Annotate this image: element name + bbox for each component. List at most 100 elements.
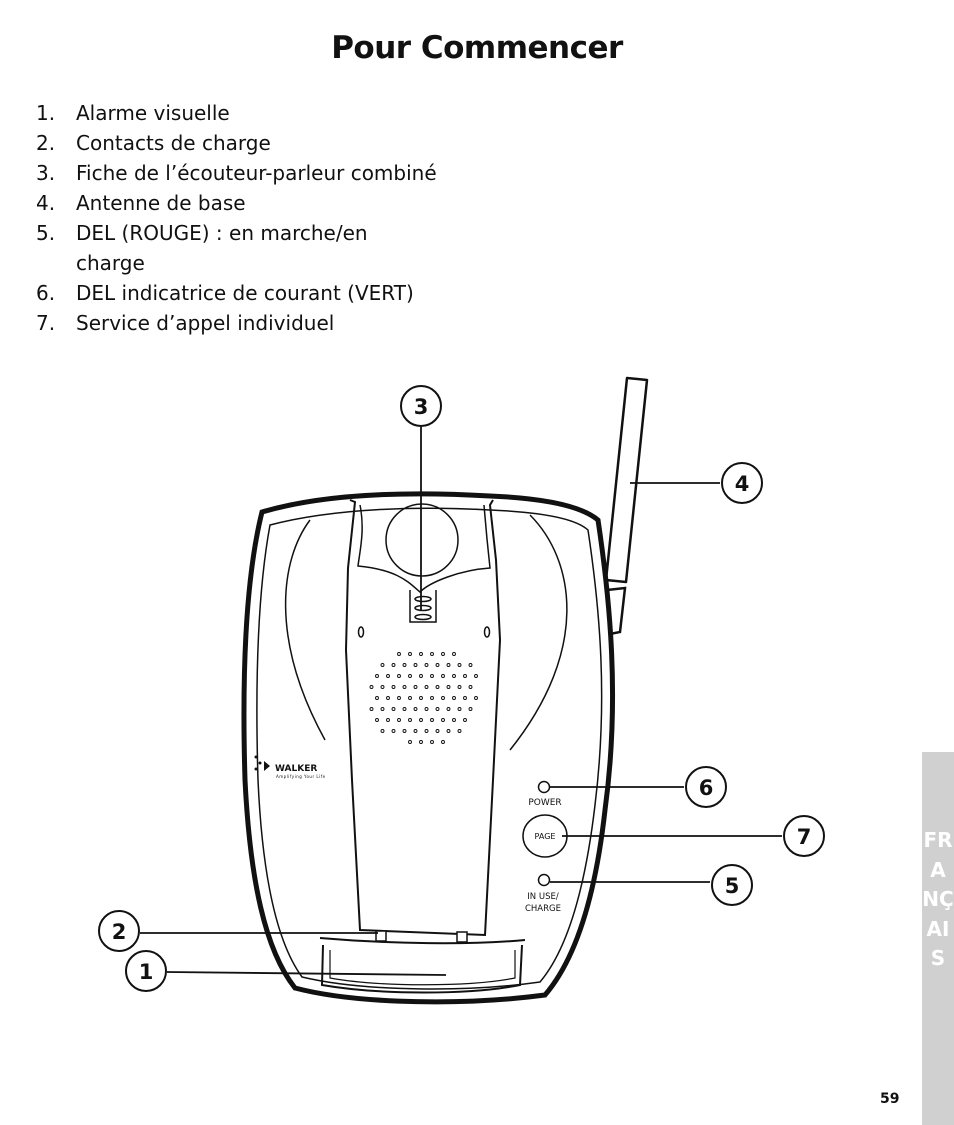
grille-hole <box>408 696 412 700</box>
callout-2: 2 <box>98 910 140 952</box>
list-item: 4. Antenne de base <box>36 188 496 218</box>
grille-hole <box>413 707 418 711</box>
grille-hole <box>419 718 423 722</box>
brand-tagline: Amplifying Your Life <box>276 774 326 779</box>
grille-hole <box>380 729 385 733</box>
list-item: 2.Contacts de charge <box>36 128 496 158</box>
grille-hole <box>375 718 379 722</box>
grille-hole <box>457 663 462 667</box>
grille-hole <box>452 696 456 700</box>
grille-hole <box>441 696 445 700</box>
item-number: 2. <box>36 131 56 155</box>
item-text: Antenne de base <box>76 191 246 215</box>
grille-hole <box>430 674 434 678</box>
page-label: PAGE <box>535 832 556 841</box>
grille-hole <box>435 707 440 711</box>
callout-5: 5 <box>711 864 753 906</box>
grille-hole <box>435 685 440 689</box>
grille-hole <box>446 729 451 733</box>
grille-hole <box>413 685 418 689</box>
grille-hole <box>419 674 423 678</box>
grille-hole <box>391 685 396 689</box>
grille-hole <box>424 663 429 667</box>
grille-hole <box>419 696 423 700</box>
grille-hole <box>386 696 390 700</box>
list-item: 1.Alarme visuelle <box>36 98 496 128</box>
grille-hole <box>397 718 401 722</box>
grille-hole <box>424 685 429 689</box>
inuse-label: IN USE/ <box>527 892 559 902</box>
grille-hole <box>375 674 379 678</box>
page-title: Pour Commencer <box>331 30 623 66</box>
svg-text:5: 5 <box>725 874 740 898</box>
antenna <box>604 376 649 636</box>
grille-hole <box>397 696 401 700</box>
grille-hole <box>457 707 462 711</box>
svg-text:7: 7 <box>797 825 812 849</box>
grille-hole <box>468 663 473 667</box>
grille-hole <box>402 663 407 667</box>
grille-hole <box>441 652 445 656</box>
grille-hole <box>397 674 401 678</box>
callout-1: 1 <box>125 950 167 992</box>
grille-hole <box>424 729 429 733</box>
item-number: 5. <box>36 221 56 245</box>
page-number: 59 <box>880 1091 900 1107</box>
grille-hole <box>474 674 478 678</box>
grille-hole <box>402 685 407 689</box>
grille-hole <box>380 685 385 689</box>
grille-hole <box>446 707 451 711</box>
grille-hole <box>402 707 407 711</box>
grille-hole <box>369 707 374 711</box>
charge-label: CHARGE <box>525 904 561 914</box>
grille-hole <box>413 729 418 733</box>
grille-hole <box>430 652 434 656</box>
grille-hole <box>386 674 390 678</box>
grille-hole <box>380 663 385 667</box>
list-item: 7. Service d’appel individuel <box>36 308 496 338</box>
grille-hole <box>386 718 390 722</box>
callout-6: 6 <box>685 766 727 808</box>
grille-hole <box>441 740 445 744</box>
grille-hole <box>452 674 456 678</box>
grille-hole <box>435 663 440 667</box>
parts-list: 1.Alarme visuelle 2.Contacts de charge 3… <box>36 98 496 338</box>
grille-hole <box>468 685 473 689</box>
language-tab: FRANÇAIS <box>922 752 954 1125</box>
grille-hole <box>397 652 401 656</box>
item-number: 4. <box>36 191 56 215</box>
power-label: POWER <box>528 798 561 808</box>
list-item: 5.DEL (ROUGE) : en marche/en charge <box>36 218 496 278</box>
grille-hole <box>463 718 467 722</box>
grille-hole <box>452 652 456 656</box>
brand-name: WALKER <box>275 764 317 774</box>
item-number: 6. <box>36 281 56 305</box>
grille-hole <box>424 707 429 711</box>
inuse-charge-led <box>537 873 551 887</box>
item-text: Fiche de l’écouteur-parleur combiné <box>76 161 437 185</box>
grille-hole <box>463 696 467 700</box>
grille-hole <box>441 718 445 722</box>
svg-text:4: 4 <box>735 472 750 496</box>
grille-hole <box>457 729 462 733</box>
item-number: 3. <box>36 161 56 185</box>
grille-hole <box>408 674 412 678</box>
walker-logo: WALKER Amplifying Your Life <box>254 755 326 779</box>
base-body <box>241 491 616 1005</box>
list-item: 3. Fiche de l’écouteur-parleur combiné <box>36 158 496 188</box>
speaker-grille <box>369 652 478 744</box>
grille-hole <box>430 696 434 700</box>
item-text: Service d’appel individuel <box>76 311 335 335</box>
grille-hole <box>446 663 451 667</box>
item-number: 1. <box>36 101 56 125</box>
svg-text:2: 2 <box>112 920 127 944</box>
svg-text:3: 3 <box>414 395 429 419</box>
item-number: 7. <box>36 311 56 335</box>
grille-hole <box>391 707 396 711</box>
grille-hole <box>430 740 434 744</box>
grille-hole <box>430 718 434 722</box>
grille-hole <box>375 696 379 700</box>
charge-contacts <box>375 930 468 943</box>
language-tab-label: FRANÇAIS <box>922 828 954 970</box>
grille-hole <box>468 707 473 711</box>
